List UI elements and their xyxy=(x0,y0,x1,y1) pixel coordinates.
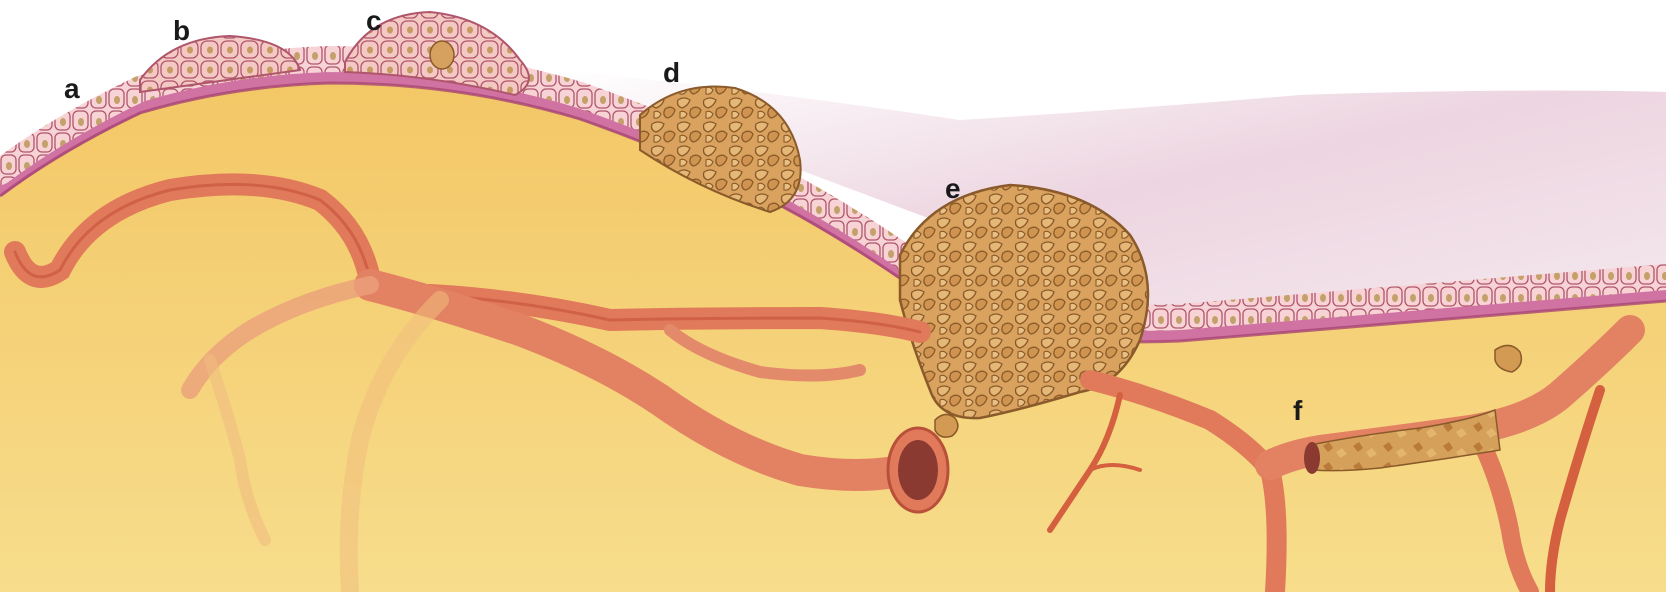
label-a: a xyxy=(64,73,80,104)
label-f: f xyxy=(1293,395,1303,426)
stage-c-atypical-cell xyxy=(430,41,454,69)
vessel-cross-section-lumen xyxy=(898,440,938,500)
label-b: b xyxy=(173,15,190,46)
label-c: c xyxy=(366,5,382,36)
label-d: d xyxy=(663,57,680,88)
escaping-cell-cluster-1 xyxy=(935,414,958,437)
label-e: e xyxy=(945,173,961,204)
stage-f-vessel-opening xyxy=(1304,442,1320,474)
